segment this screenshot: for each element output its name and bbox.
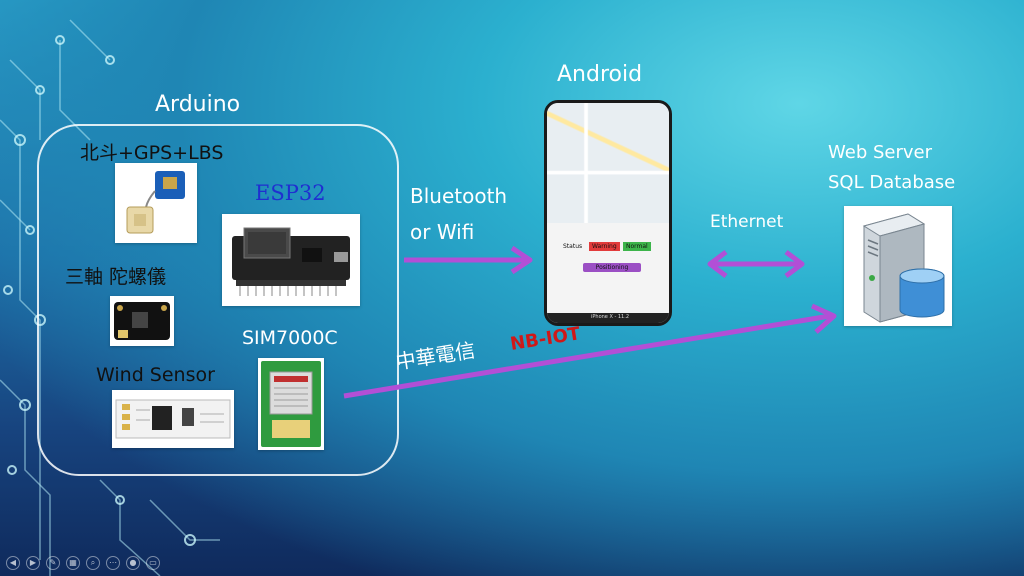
esp32-label: ESP32 — [255, 181, 326, 205]
presentation-toolbar: ◀ ▶ ✎ ▦ ⌕ ⋯ ● ▭ — [6, 556, 160, 570]
arduino-group-box — [37, 124, 399, 476]
arduino-label: Arduino — [155, 92, 241, 117]
phone-bottom-text: iPhone X - 11.2 — [591, 314, 630, 320]
nbiot-arrow — [343, 313, 831, 399]
slides-icon[interactable]: ▦ — [66, 556, 80, 570]
gps-label: 北斗+GPS+LBS — [80, 142, 224, 164]
sim-label: SIM7000C — [242, 327, 338, 349]
play-icon[interactable]: ● — [126, 556, 140, 570]
menu-icon[interactable]: ⋯ — [106, 556, 120, 570]
android-phone-mockup: Status Warning Normal Positioning iPhone… — [544, 100, 672, 326]
phone-warning-button[interactable]: Warning — [589, 242, 620, 251]
gyro-module-image — [110, 296, 174, 346]
gps-module-image — [115, 163, 197, 243]
server-label-line2: SQL Database — [828, 172, 956, 193]
bluetooth-label-line2: or Wifi — [410, 220, 475, 244]
wind-sensor-image — [112, 390, 234, 448]
phone-status-label: Status — [563, 243, 583, 250]
esp32-board-image — [222, 214, 360, 306]
pen-icon[interactable]: ✎ — [46, 556, 60, 570]
camera-icon[interactable]: ▭ — [146, 556, 160, 570]
phone-bottom-bar: iPhone X - 11.2 — [547, 313, 669, 323]
phone-positioning-button[interactable]: Positioning — [583, 263, 641, 272]
server-database-icon — [844, 206, 952, 326]
sim-module-image — [258, 358, 324, 450]
wind-label: Wind Sensor — [96, 364, 215, 386]
gyro-label: 三軸 陀螺儀 — [65, 266, 167, 288]
phone-normal-button[interactable]: Normal — [623, 242, 651, 251]
ethernet-label: Ethernet — [710, 212, 784, 232]
phone-map — [547, 103, 669, 223]
server-label-line1: Web Server — [828, 142, 932, 163]
bluetooth-label-line1: Bluetooth — [410, 184, 508, 208]
zoom-icon[interactable]: ⌕ — [86, 556, 100, 570]
android-label: Android — [557, 62, 643, 87]
prev-icon[interactable]: ◀ — [6, 556, 20, 570]
next-icon[interactable]: ▶ — [26, 556, 40, 570]
